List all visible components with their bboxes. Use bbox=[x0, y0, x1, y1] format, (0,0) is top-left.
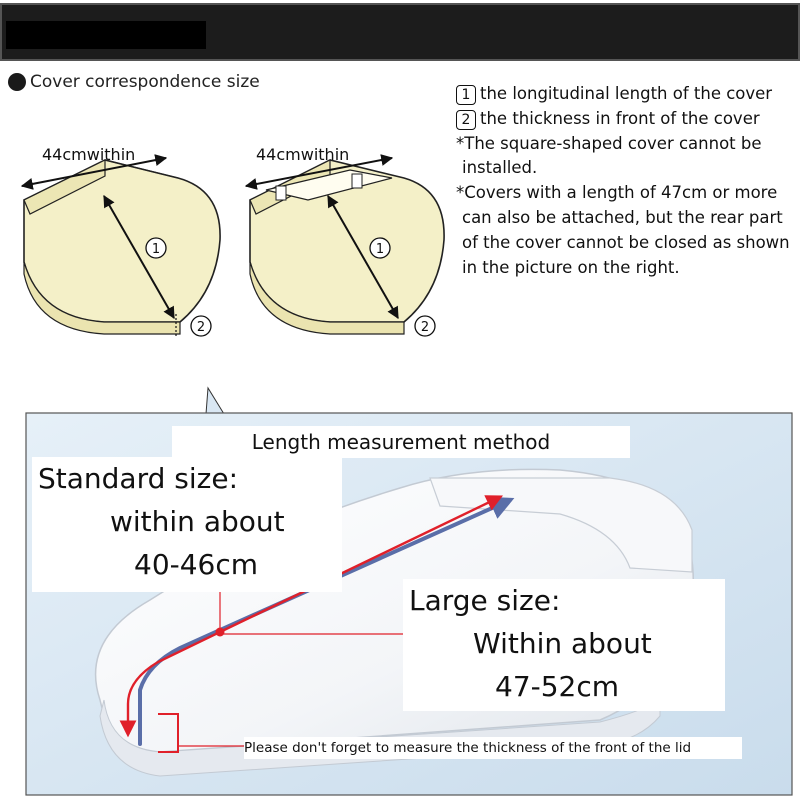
bullet-icon bbox=[8, 73, 26, 91]
left-marker-2: 2 bbox=[190, 315, 212, 337]
right-marker-2: 2 bbox=[414, 315, 436, 337]
large-size-qualifier: Within about bbox=[473, 627, 652, 660]
header-redacted-title bbox=[6, 21, 206, 49]
note-square-line2: installed. bbox=[462, 158, 538, 178]
standard-size-qualifier: within about bbox=[110, 505, 285, 538]
large-size-range: 47-52cm bbox=[495, 670, 620, 703]
number-badge: 1 bbox=[456, 85, 476, 105]
svg-text:1: 1 bbox=[152, 242, 160, 257]
standard-size-heading: Standard size: bbox=[38, 462, 239, 495]
number-badge: 2 bbox=[456, 109, 476, 130]
right-width-label: 44cmwithin bbox=[256, 145, 349, 164]
note-length-line1: *Covers with a length of 47cm or more bbox=[456, 183, 778, 203]
svg-text:2: 2 bbox=[421, 320, 429, 335]
note-length-line3: of the cover cannot be closed as shown bbox=[462, 232, 790, 252]
section-heading: Cover correspondence size bbox=[8, 72, 260, 92]
left-marker-1: 1 bbox=[145, 237, 167, 259]
header-bar bbox=[0, 0, 800, 61]
measurement-method-title: Length measurement method bbox=[172, 426, 630, 458]
standard-size-range: 40-46cm bbox=[134, 548, 259, 581]
thickness-reminder: Please don't forget to measure the thick… bbox=[244, 737, 742, 759]
section-title-text: Cover correspondence size bbox=[30, 72, 260, 92]
note-length-line4: in the picture on the right. bbox=[462, 257, 680, 277]
svg-text:2: 2 bbox=[197, 320, 205, 335]
left-width-label: 44cmwithin bbox=[42, 145, 135, 164]
large-size-heading: Large size: bbox=[409, 584, 561, 617]
right-marker-1: 1 bbox=[369, 237, 391, 259]
note-length-line2: can also be attached, but the rear part bbox=[462, 207, 783, 227]
cover-size-diagram: 44cmwithin 1 2 44cmwithin 1 2 bbox=[20, 145, 445, 337]
svg-text:1: 1 bbox=[376, 242, 384, 257]
large-size-label: Large size: Within about 47-52cm bbox=[403, 579, 725, 711]
large-cover-drawing bbox=[244, 154, 445, 335]
standard-cover-drawing bbox=[20, 154, 221, 336]
standard-size-label: Standard size: within about 40-46cm bbox=[32, 457, 342, 592]
note-square-line1: *The square-shaped cover cannot be bbox=[456, 133, 762, 153]
